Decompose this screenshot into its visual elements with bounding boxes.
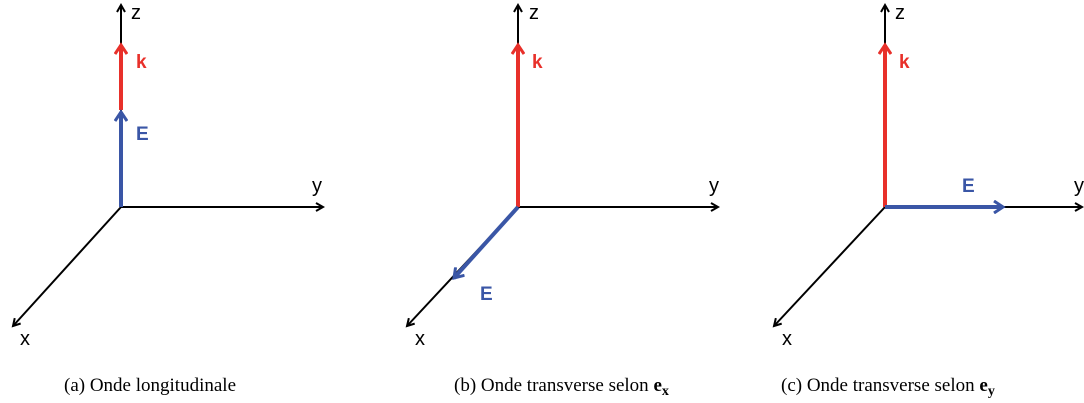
caption-b: (b) Onde transverse selon ex xyxy=(454,375,669,399)
x-axis xyxy=(774,206,886,326)
z-axis-label: z xyxy=(131,2,141,24)
panel-b: z y x k E xyxy=(407,2,719,350)
y-axis-label: y xyxy=(1074,175,1084,197)
e-label: E xyxy=(480,284,493,305)
z-axis-label: z xyxy=(529,2,539,24)
e-label: E xyxy=(136,124,149,145)
y-axis-label: y xyxy=(709,175,719,197)
caption-c-vector: e xyxy=(979,375,987,396)
x-axis xyxy=(13,206,122,326)
e-vector xyxy=(454,205,520,278)
panel-a: z y x k E xyxy=(13,2,323,350)
k-label: k xyxy=(136,52,147,73)
z-axis-label: z xyxy=(895,2,905,24)
panel-c: z y x k E xyxy=(774,2,1084,350)
k-label: k xyxy=(899,52,910,73)
caption-a: (a) Onde longitudinale xyxy=(64,375,236,396)
caption-c-subscript: y xyxy=(988,384,995,399)
y-axis-label: y xyxy=(312,175,322,197)
caption-b-subscript: x xyxy=(662,384,669,399)
x-axis-label: x xyxy=(20,328,30,350)
caption-c: (c) Onde transverse selon ey xyxy=(781,375,995,399)
e-label: E xyxy=(962,176,975,197)
x-axis-label: x xyxy=(782,328,792,350)
caption-b-vector: e xyxy=(653,375,661,396)
k-label: k xyxy=(532,52,543,73)
x-axis-label: x xyxy=(415,328,425,350)
